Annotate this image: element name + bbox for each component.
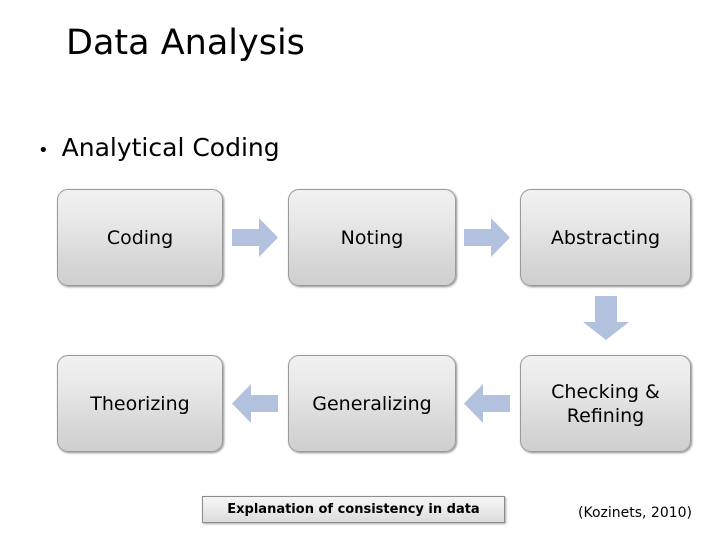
- arrow-right-icon: [232, 218, 278, 257]
- bullet-marker-icon: •: [38, 140, 49, 161]
- process-box-generalizing[interactable]: Generalizing: [288, 355, 456, 452]
- process-box-checking-refining[interactable]: Checking & Refining: [520, 355, 691, 452]
- process-box-label: Theorizing: [90, 392, 190, 415]
- arrow-left-icon: [464, 384, 510, 423]
- arrow-right-icon: [464, 218, 510, 257]
- page-title: Data Analysis: [66, 23, 305, 63]
- citation-label: (Kozinets, 2010): [578, 505, 693, 521]
- explanation-caption-label: Explanation of consistency in data: [227, 502, 480, 517]
- process-box-abstracting[interactable]: Abstracting: [520, 189, 691, 286]
- process-box-label: Coding: [106, 226, 174, 249]
- process-box-label: Generalizing: [312, 392, 432, 415]
- process-box-label: Abstracting: [550, 226, 661, 249]
- arrow-down-icon: [583, 296, 629, 340]
- bullet-list-item: • Analytical Coding: [38, 133, 280, 166]
- process-box-theorizing[interactable]: Theorizing: [57, 355, 223, 452]
- process-box-label: Checking & Refining: [551, 380, 660, 427]
- bullet-item-label: Analytical Coding: [61, 133, 280, 162]
- arrow-left-icon: [232, 384, 278, 423]
- explanation-caption-box: Explanation of consistency in data: [202, 496, 505, 523]
- process-box-coding[interactable]: Coding: [57, 189, 223, 286]
- process-box-label: Noting: [340, 226, 404, 249]
- process-box-noting[interactable]: Noting: [288, 189, 456, 286]
